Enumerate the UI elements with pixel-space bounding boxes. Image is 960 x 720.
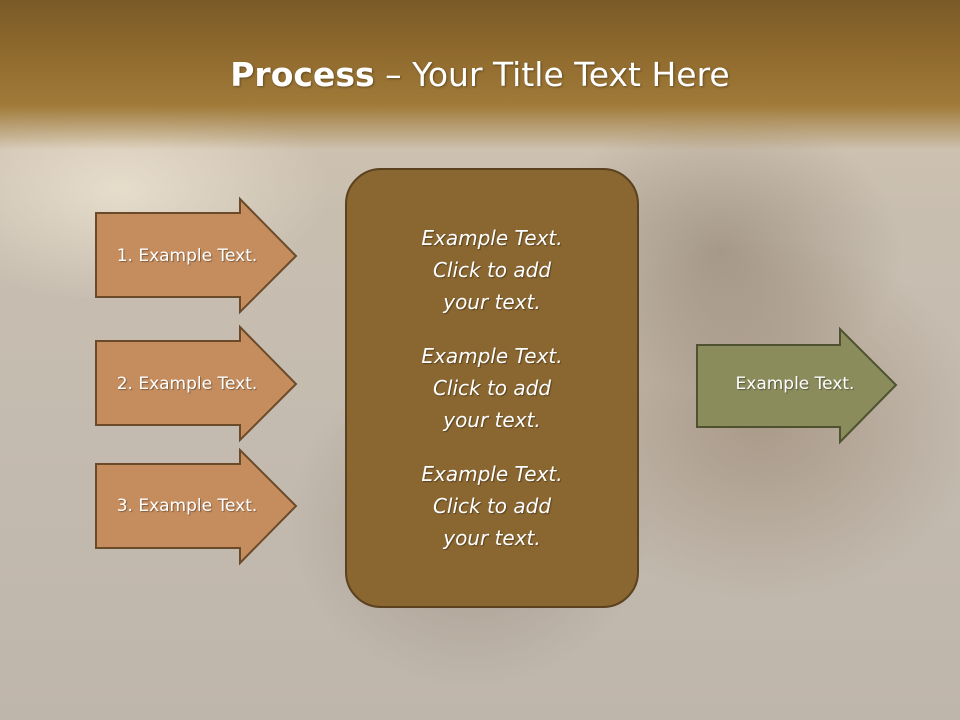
input-step-1-label: 1. Example Text. (116, 246, 258, 266)
center-process-box[interactable]: Example Text. Click to add your text. Ex… (345, 168, 639, 608)
input-step-2-label: 2. Example Text. (116, 374, 258, 394)
title-bold: Process (230, 55, 375, 94)
title-band (0, 0, 960, 150)
output-arrow[interactable] (696, 326, 898, 445)
input-arrow-1[interactable] (95, 196, 298, 315)
center-text-2[interactable]: Example Text. Click to add your text. (421, 344, 563, 432)
title-rest: – Your Title Text Here (374, 55, 730, 94)
center-text-3[interactable]: Example Text. Click to add your text. (421, 462, 563, 550)
output-label: Example Text. (735, 374, 855, 394)
center-text-1[interactable]: Example Text. Click to add your text. (421, 226, 563, 314)
slide-title[interactable]: Process – Your Title Text Here (0, 52, 960, 98)
input-step-3-label: 3. Example Text. (116, 496, 258, 516)
input-arrow-2[interactable] (95, 324, 298, 443)
input-arrow-3[interactable] (95, 447, 298, 566)
